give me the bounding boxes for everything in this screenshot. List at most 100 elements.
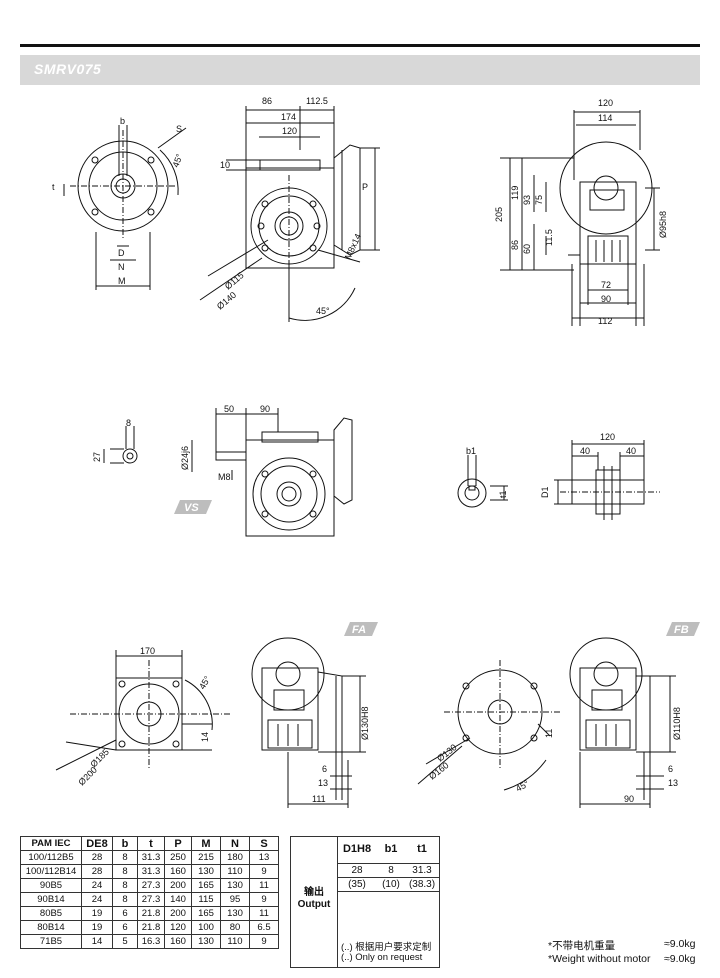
output-divider: [337, 837, 338, 967]
weight-label-cn: *不带电机重量: [548, 940, 616, 952]
cell: 130: [220, 906, 250, 921]
dim-vs-d24: Ø24j6: [180, 446, 190, 470]
gearbox-side-view: [500, 110, 660, 326]
th-m: M: [191, 836, 221, 851]
fb-tag: FB: [666, 622, 700, 636]
dim-front-86: 86: [262, 96, 272, 106]
cell: 21.8: [137, 906, 165, 921]
cell: 11: [249, 906, 279, 921]
dim-side-60: 60: [522, 244, 532, 254]
dim-left-b: b: [120, 116, 125, 126]
dim-fa-6: 6: [322, 764, 327, 774]
output-label: 输出 Output: [291, 887, 337, 911]
th-n: N: [220, 836, 250, 851]
dim-vs-8: 8: [126, 418, 131, 428]
cell: 8: [388, 865, 394, 876]
cell: 130: [220, 878, 250, 893]
cell: 100/112B14: [20, 864, 82, 879]
cell: 14: [81, 934, 113, 949]
cell: 8: [112, 864, 138, 879]
cell: 90B5: [20, 878, 82, 893]
dim-side-205: 205: [494, 207, 504, 222]
dim-fb-d130: Ø130: [435, 742, 459, 763]
cell: 250: [164, 850, 192, 865]
dim-side-72: 72: [601, 280, 611, 290]
cell: 8: [112, 878, 138, 893]
dim-shaft-d1: D1: [540, 486, 550, 498]
dim-left-d: D: [118, 248, 125, 258]
th-b: b: [112, 836, 138, 851]
cell: 8: [112, 850, 138, 865]
output-shaft-side: [554, 440, 660, 520]
vs-shaft-detail: [103, 426, 138, 464]
dim-front-d140: Ø140: [215, 290, 238, 312]
cell: 9: [249, 864, 279, 879]
cell: 100: [191, 920, 221, 935]
cell: 21.8: [137, 920, 165, 935]
output-divider: [337, 891, 439, 892]
cell: 160: [164, 934, 192, 949]
output-note-cn: (..) 根据用户要求定制: [341, 942, 432, 953]
hollow-shaft-detail: [457, 455, 508, 508]
dim-left-45: 45°: [170, 152, 184, 169]
dim-shaft-40b: 40: [626, 446, 636, 456]
cell: 19: [81, 920, 113, 935]
cell: 115: [191, 892, 221, 907]
cell: 5: [112, 934, 138, 949]
dim-front-120: 120: [282, 126, 297, 136]
dim-side-86: 86: [510, 240, 520, 250]
th-de8: DE8: [81, 836, 113, 851]
cell: 165: [191, 878, 221, 893]
dim-fb-d110: Ø110H8: [672, 707, 682, 740]
cell: 24: [81, 878, 113, 893]
dim-fb-11: 11: [544, 729, 554, 738]
cell: 110: [220, 864, 250, 879]
dim-fa-d130: Ø130H8: [360, 706, 370, 740]
dim-left-s: S: [176, 124, 182, 134]
dim-side-114: 114: [598, 113, 612, 123]
cell: 28: [351, 865, 363, 876]
th-s: S: [249, 836, 279, 851]
cell: 180: [220, 850, 250, 865]
flange-view: [63, 125, 187, 290]
cell: 95: [220, 892, 250, 907]
dim-fa-111: 111: [312, 794, 326, 804]
cell: 200: [164, 878, 192, 893]
dim-side-112: 112: [598, 316, 612, 326]
dim-front-d115: Ø115: [223, 270, 246, 291]
cell: 9: [249, 892, 279, 907]
output-table: 输出 Output D1H8 b1 t1 28 8 31.3 (35) (10)…: [290, 836, 440, 968]
dim-fb-45: 45°: [514, 778, 531, 794]
cell: 27.3: [137, 878, 165, 893]
dim-front-p: P: [362, 182, 368, 192]
output-divider: [337, 877, 439, 878]
cell: 110: [220, 934, 250, 949]
cell: 71B5: [20, 934, 82, 949]
top-rule: [20, 44, 700, 47]
dim-fa-170: 170: [140, 646, 155, 656]
fa-flange-view: [55, 650, 230, 771]
dim-side-120: 120: [598, 98, 613, 108]
cell: 160: [164, 864, 192, 879]
weight-value-cn: ≈9.0kg: [664, 938, 696, 950]
cell: 24: [81, 892, 113, 907]
fb-flange-view: [417, 660, 560, 791]
cell: 9: [249, 934, 279, 949]
fa-tag-label: FA: [352, 624, 366, 636]
gearbox-front-view: [199, 106, 380, 322]
th-d1h8: D1H8: [342, 843, 372, 855]
cell: 90B14: [20, 892, 82, 907]
dim-vs-27: 27: [92, 452, 102, 462]
dim-side-11-5: 11.5: [544, 229, 554, 246]
dim-vs-90: 90: [260, 404, 270, 414]
cell: 11: [249, 878, 279, 893]
output-label-cn: 输出: [304, 887, 324, 898]
cell: 28: [81, 864, 113, 879]
dim-side-119: 119: [510, 186, 520, 200]
dim-fb-13: 13: [668, 778, 678, 788]
output-note-en: (..) Only on request: [341, 952, 423, 963]
